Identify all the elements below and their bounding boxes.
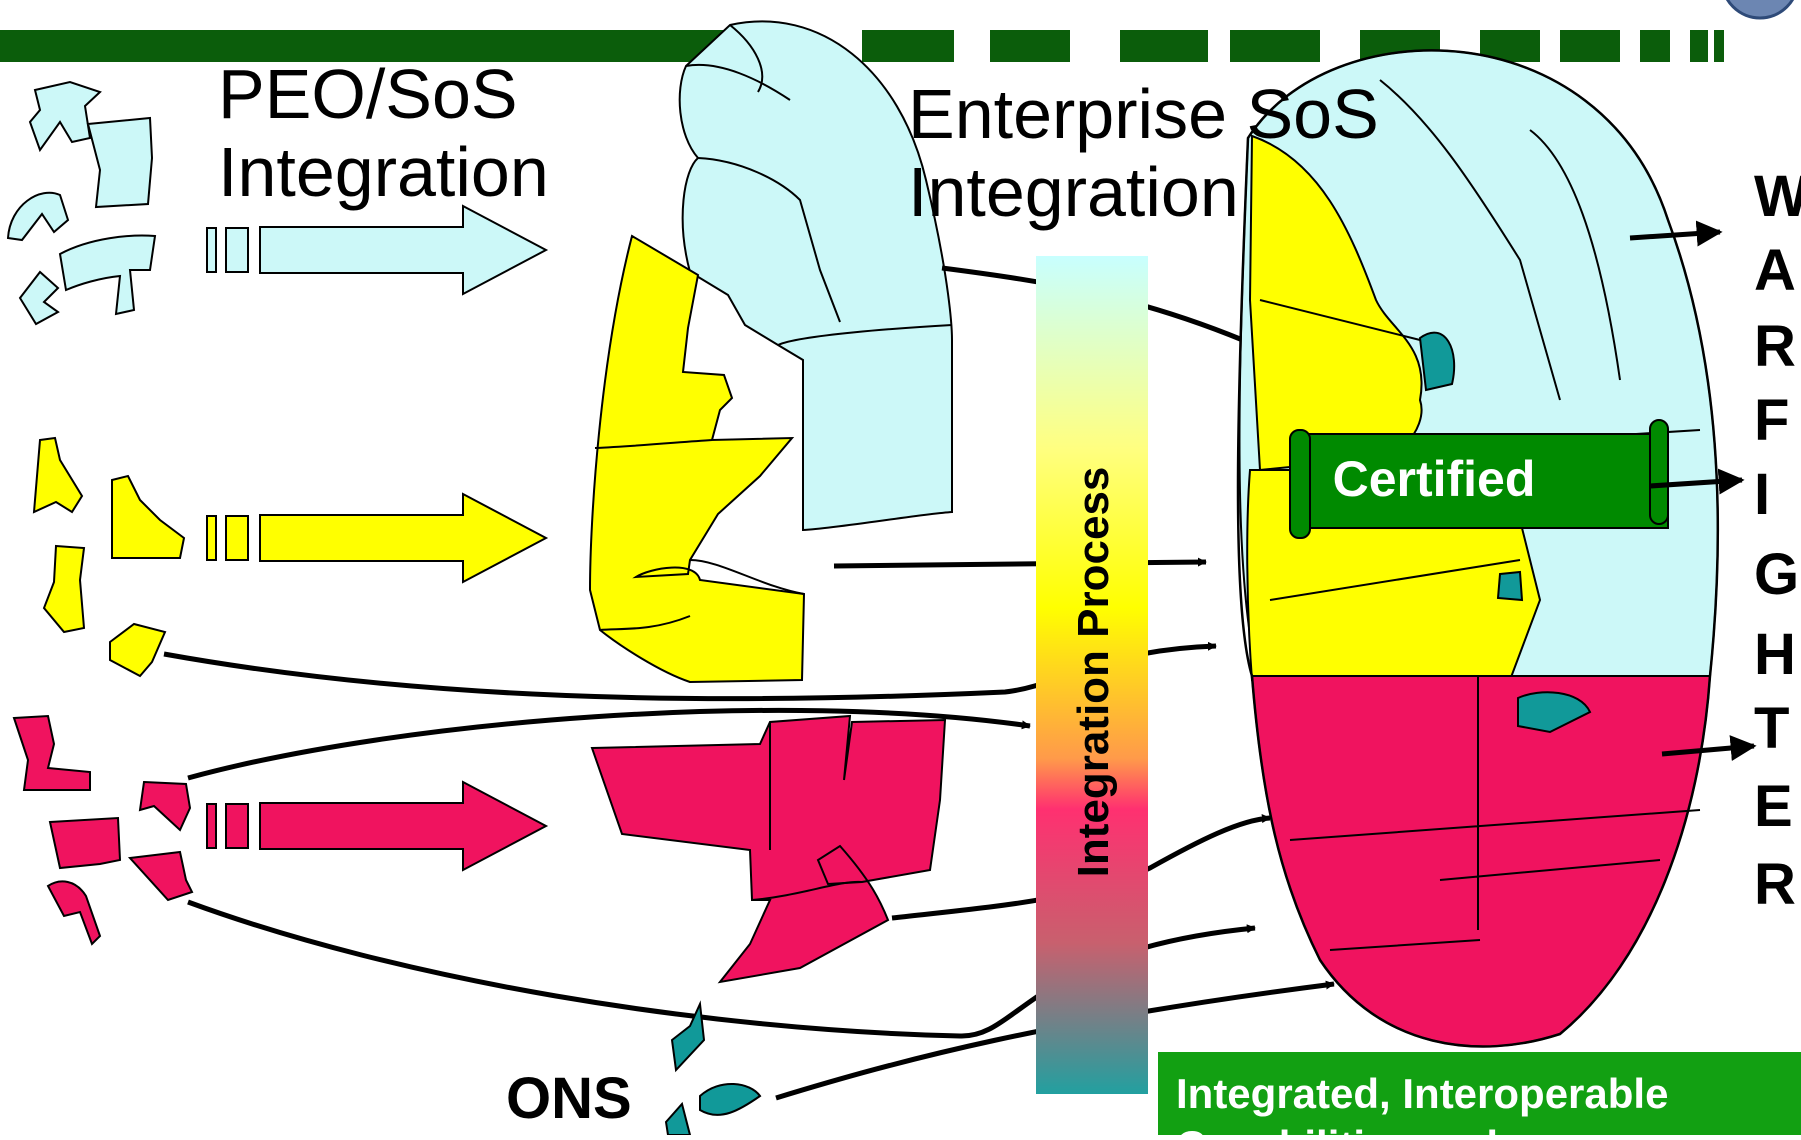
integrated-ellipse	[1236, 49, 1720, 1048]
warfighter-letter: F	[1754, 388, 1789, 453]
warfighter-letter: W	[1754, 164, 1801, 229]
peo-sos-label-line2: Integration	[218, 133, 549, 211]
certified-label: Certified	[1333, 451, 1536, 507]
integrated-capabilities-box: Integrated, Interoperable Capabilities a…	[1158, 1052, 1801, 1140]
warfighter-letter: T	[1754, 696, 1789, 761]
enterprise-sos-label-line2: Integration	[908, 153, 1239, 231]
ons-label: ONS	[506, 1066, 632, 1131]
warfighter-letter: H	[1754, 622, 1796, 687]
blue-fragments	[6, 80, 157, 326]
arrow-blue	[206, 204, 549, 296]
arrow-magenta	[206, 780, 549, 872]
ons-fragments	[664, 1000, 762, 1136]
enterprise-sos-label-line1: Enterprise SoS	[908, 75, 1379, 153]
header-banner	[0, 30, 1724, 62]
integration-process-bar: Integration Process	[1036, 256, 1148, 1094]
warfighter-letter: R	[1754, 852, 1796, 917]
warfighter-letter: G	[1754, 542, 1799, 607]
peo-sos-label-line1: PEO/SoS	[218, 55, 518, 133]
middle-assembly	[588, 20, 953, 984]
integrated-capabilities-line1: Integrated, Interoperable	[1176, 1070, 1668, 1117]
warfighter-letter: I	[1754, 462, 1770, 527]
yellow-fragments	[32, 436, 186, 678]
integrated-capabilities-line2: Capabilities and	[1176, 1122, 1498, 1135]
warfighter-arrows	[1629, 220, 1757, 761]
warfighter-letter: A	[1754, 238, 1796, 303]
warfighter-label: W A R F I G H T E R	[1754, 164, 1801, 917]
arrow-yellow	[206, 492, 549, 584]
integration-process-label: Integration Process	[1069, 467, 1118, 878]
magenta-fragments	[12, 714, 194, 946]
seal-logo	[1725, 0, 1795, 20]
warfighter-letter: R	[1754, 314, 1796, 379]
certified-banner: Certified	[1289, 419, 1669, 539]
warfighter-letter: E	[1754, 774, 1793, 839]
